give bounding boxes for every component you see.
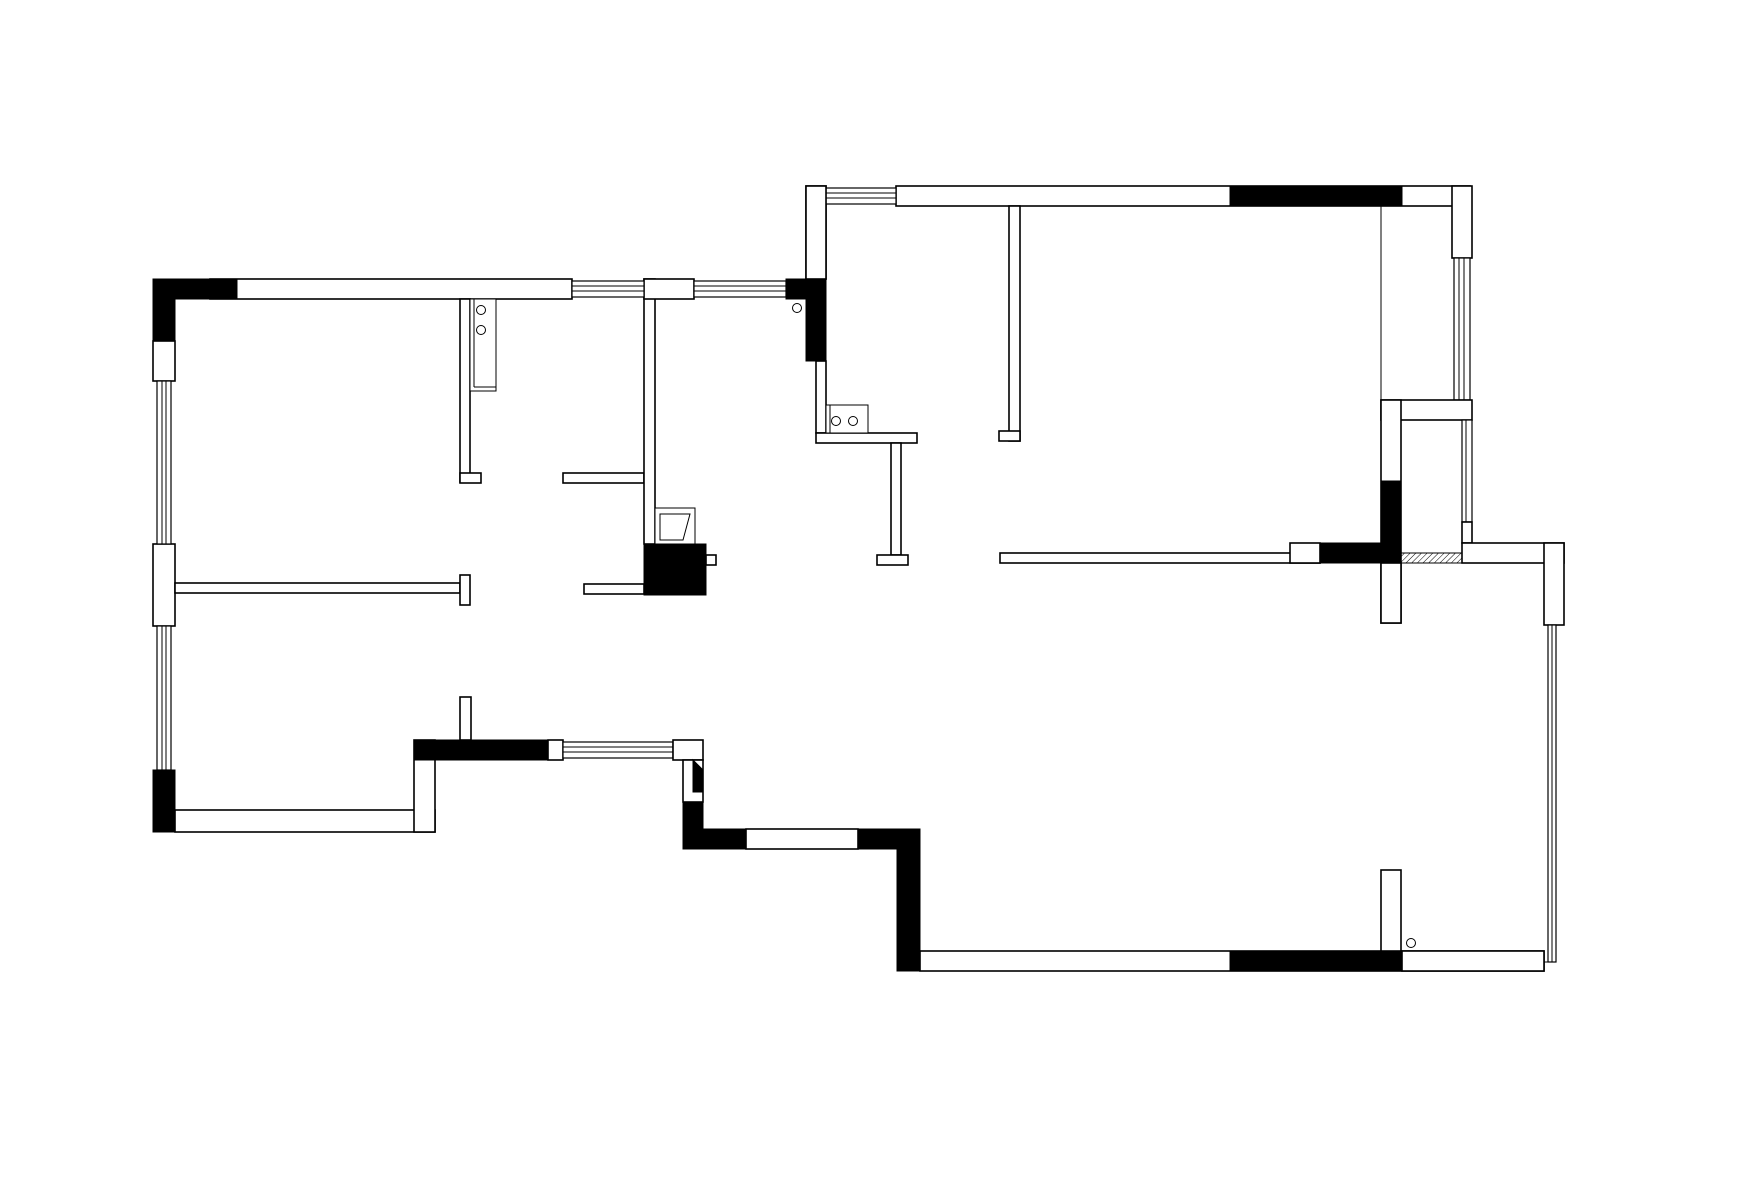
partition-master-foot xyxy=(998,430,1021,442)
wall-right-upper xyxy=(1451,185,1473,259)
column-top-right xyxy=(1229,185,1403,207)
wall-right-step-vertical xyxy=(1543,542,1565,626)
wall-bottom-left xyxy=(174,809,436,833)
window-top-corridor xyxy=(693,280,787,298)
pipe-icon xyxy=(831,416,841,426)
right-block-upper-left xyxy=(805,185,827,280)
partition-bed2-stub xyxy=(459,696,472,741)
partition-master-vertical xyxy=(1008,205,1021,442)
partition-living-vertical-upper xyxy=(1380,562,1402,624)
pipe-icon xyxy=(476,305,486,315)
window-left-lower xyxy=(156,625,172,771)
bath-fixtures-left xyxy=(469,298,696,545)
window-top-bath xyxy=(571,280,645,298)
partition-living-horizontal xyxy=(999,552,1321,564)
column-south-low xyxy=(682,828,747,850)
column-bathroom-stub xyxy=(705,554,717,566)
column-left-upper xyxy=(152,278,176,342)
partition-bedrooms-end xyxy=(459,574,471,606)
hatched-threshold xyxy=(1400,552,1463,564)
wall-south-step-a xyxy=(672,739,704,761)
window-left-upper xyxy=(156,380,172,545)
column-kitchen-left xyxy=(805,278,827,362)
toilet-fixture xyxy=(654,507,696,545)
shaft-kitchen xyxy=(825,404,869,434)
partition-living-vertical-lower xyxy=(1380,869,1402,952)
kitchen-wall-vertical xyxy=(815,360,827,434)
window-closet xyxy=(1461,419,1473,523)
corridor-wall-stub-b xyxy=(583,583,645,595)
kitchen-walls xyxy=(785,185,918,566)
closet-wall-stub xyxy=(1461,521,1473,544)
wall-south-middle xyxy=(745,828,859,850)
wall-bottom-left-stub xyxy=(547,739,564,761)
pipe-icon xyxy=(476,325,486,335)
wall-bottom-right-end xyxy=(1401,950,1545,972)
left-wing-walls xyxy=(152,278,717,833)
window-bottom-left xyxy=(562,741,674,759)
right-block-walls xyxy=(825,185,1565,972)
pipe-icon xyxy=(792,303,802,313)
door-swing-mark xyxy=(692,758,704,793)
partition-living-step xyxy=(1289,542,1321,564)
column-south-vertical xyxy=(896,828,921,972)
column-bottom-right xyxy=(1229,950,1403,972)
south-walls xyxy=(672,739,921,972)
wall-left-middle-stub xyxy=(152,543,176,627)
partition-bed1-foot xyxy=(459,472,482,484)
pipe-icon xyxy=(848,416,858,426)
column-bottom-left-step xyxy=(413,739,549,761)
partition-bedrooms xyxy=(174,582,461,594)
kitchen-counter-wall xyxy=(815,432,918,444)
column-bathroom xyxy=(643,543,707,596)
bathroom-wall-top xyxy=(643,278,695,300)
wall-top-left xyxy=(209,278,573,300)
corridor-wall-stub-a xyxy=(562,472,645,484)
column-living-partition xyxy=(1319,542,1402,564)
kitchen-t-foot xyxy=(876,554,909,566)
kitchen-t-stem xyxy=(890,442,902,556)
pipe-icon xyxy=(1406,938,1416,948)
window-right-upper xyxy=(1453,257,1471,401)
window-top-kitchen xyxy=(825,187,897,205)
wall-left-upper-stub xyxy=(152,340,176,382)
wall-kitchen-top-left xyxy=(805,185,827,280)
bathroom-wall-vertical xyxy=(643,278,656,545)
partition-bed1-vertical xyxy=(459,298,471,483)
column-left-lower xyxy=(152,769,176,833)
